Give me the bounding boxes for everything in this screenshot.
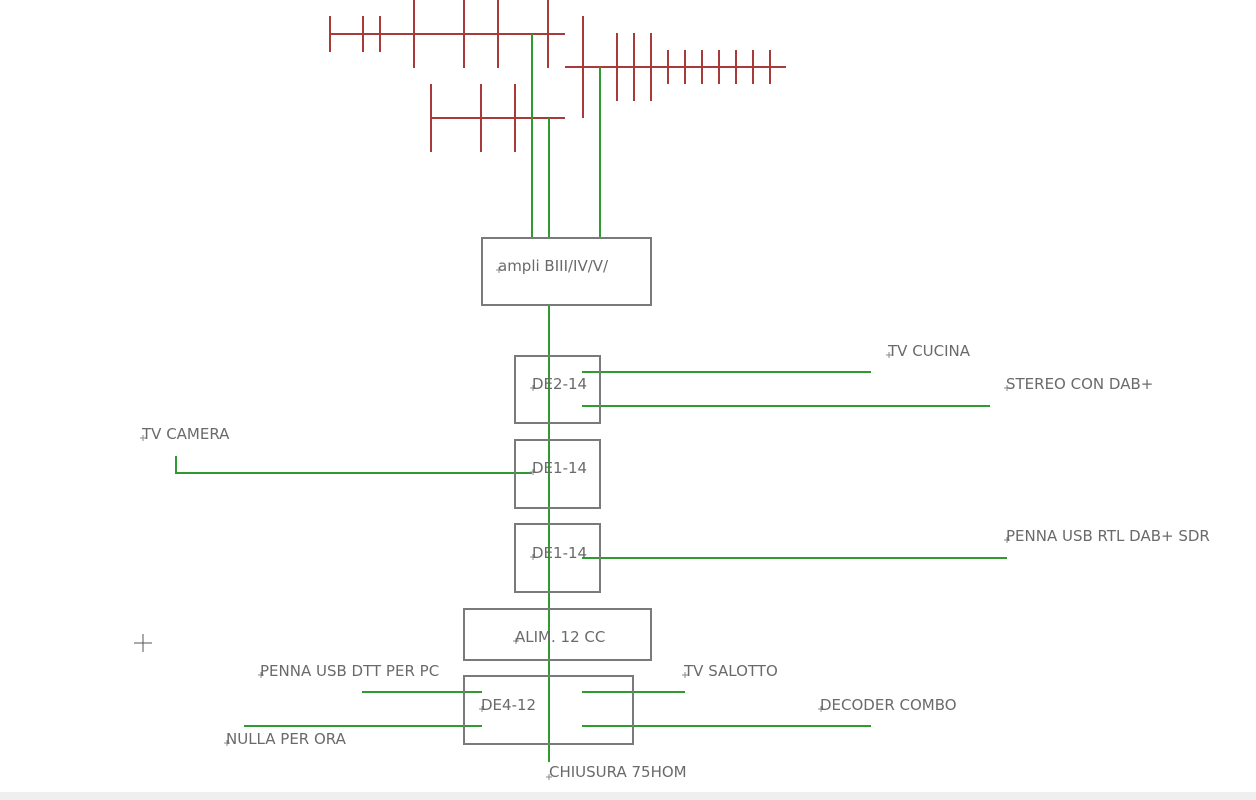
output-tv-salotto: TV SALOTTO xyxy=(684,662,778,680)
output-decoder-combo: DECODER COMBO xyxy=(820,696,957,714)
output-penna-rtl: PENNA USB RTL DAB+ SDR xyxy=(1006,527,1210,545)
splitter-de4-12-box[interactable] xyxy=(463,675,634,745)
antenna-1 xyxy=(329,0,565,68)
splitter-de2-14-label: DE2-14 xyxy=(532,375,588,393)
output-penna-dtt: PENNA USB DTT PER PC xyxy=(260,662,440,680)
output-tv-cucina: TV CUCINA xyxy=(888,342,971,360)
output-nulla-per-ora: NULLA PER ORA xyxy=(226,730,346,748)
signal-wiring xyxy=(175,34,1007,762)
output-chiusura: CHIUSURA 75HOM xyxy=(549,763,687,781)
amplifier-box[interactable] xyxy=(481,237,652,306)
amplifier-label: ampli BIII/IV/V/ xyxy=(498,257,609,275)
output-stereo-dab: STEREO CON DAB+ xyxy=(1006,375,1154,393)
antenna-2 xyxy=(565,16,786,118)
splitter-de1-14-box-2[interactable] xyxy=(514,523,601,593)
splitter-de2-14-box[interactable] xyxy=(514,355,601,424)
splitter-de4-12-label: DE4-12 xyxy=(481,696,537,714)
splitter-de1-14-label-2: DE1-14 xyxy=(532,544,588,562)
cursor-crosshair-icon xyxy=(134,634,152,652)
status-bar xyxy=(0,792,1256,800)
antenna-3 xyxy=(430,84,565,152)
splitter-de1-14-box-1[interactable] xyxy=(514,439,601,509)
power-supply-box[interactable] xyxy=(463,608,652,661)
origin-markers xyxy=(140,267,1010,780)
output-tv-camera: TV CAMERA xyxy=(142,425,230,443)
splitter-de1-14-label-1: DE1-14 xyxy=(532,459,588,477)
power-supply-label: ALIM. 12 CC xyxy=(515,628,606,646)
